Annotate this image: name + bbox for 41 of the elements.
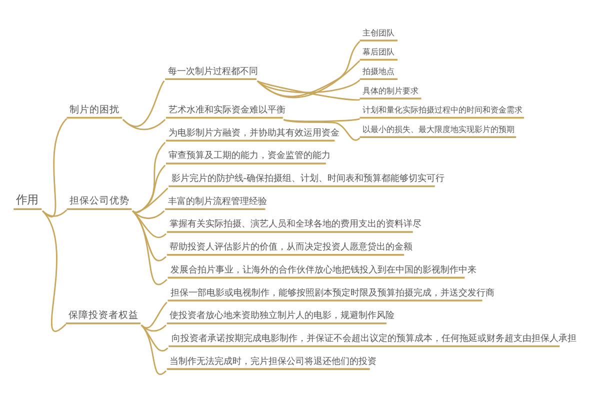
node-text: 向投资者承诺按期完成电影制作，并保证不会超出议定的预算成本，任何拖延或财务超支由担保人承担	[171, 334, 576, 344]
node-text: 为电影制片方融资，并协助其有效运用资金	[168, 128, 340, 138]
connector	[42, 118, 68, 218]
node-text: 制片的困扰	[69, 104, 120, 116]
node-text: 保障投资者权益	[68, 310, 138, 321]
node-text: 幕后团队	[362, 48, 394, 57]
node-text: 掌握有关实际拍摄、演艺人员和全球各地的费用支出的资料详尽	[170, 220, 422, 230]
node-text: 担保一部电影或电视制作，能够按照剧本预定时限及预算拍摄完成，并送交发行商	[170, 288, 494, 298]
connector	[132, 210, 166, 238]
connector	[42, 210, 66, 332]
connector	[283, 118, 360, 141]
node-text: 每一次制片过程都不同	[168, 66, 258, 77]
node-text: 以最小的损失、最大限度地实现影片的预期	[362, 125, 514, 134]
connector	[284, 118, 360, 122]
node-text: 影片完片的防护线-确保拍摄组、计划、时间表和预算都能够切实可行	[171, 174, 444, 184]
connector	[140, 324, 166, 375]
node-text: 当制作无法完成时，完片担保公司将退还他们的投资	[170, 356, 377, 367]
node-text: 计划和量化实际拍摄过程中的时间和资金需求	[362, 106, 522, 115]
node-text: 拍摄地点	[362, 67, 394, 76]
connector	[256, 60, 360, 98]
node-text: 审查预算及工期的能力，资金监管的能力	[168, 151, 331, 162]
connector	[132, 188, 168, 213]
connector	[140, 324, 166, 332]
node-text: 作用	[16, 192, 38, 206]
connector	[256, 40, 360, 98]
node-text: 帮助投资人评估影片的价值，从而决定投资人愿意贷出的金额	[170, 242, 413, 253]
connector	[257, 80, 360, 101]
node-text: 主创团队	[362, 28, 394, 38]
node-text: 具体的制片要求	[362, 86, 418, 96]
connector	[122, 80, 165, 127]
node-text: 艺术水准和实际资金难以平衡	[168, 106, 286, 116]
connector	[140, 324, 168, 352]
node-text: 担保公司优势	[69, 196, 130, 207]
connector	[132, 210, 168, 285]
node-text: 使投资者放心地来资助独立制片人的电影，规避制作风险	[170, 311, 395, 322]
connector	[42, 210, 68, 217]
node-text: 发展合拍片事业，让海外的合作伙伴放心地把钱投入到在中国的影视制作中来	[170, 265, 476, 276]
connector	[256, 79, 360, 94]
connector	[132, 210, 166, 262]
node-text: 丰富的制片流程管理经验	[168, 196, 267, 207]
connector	[122, 119, 166, 130]
